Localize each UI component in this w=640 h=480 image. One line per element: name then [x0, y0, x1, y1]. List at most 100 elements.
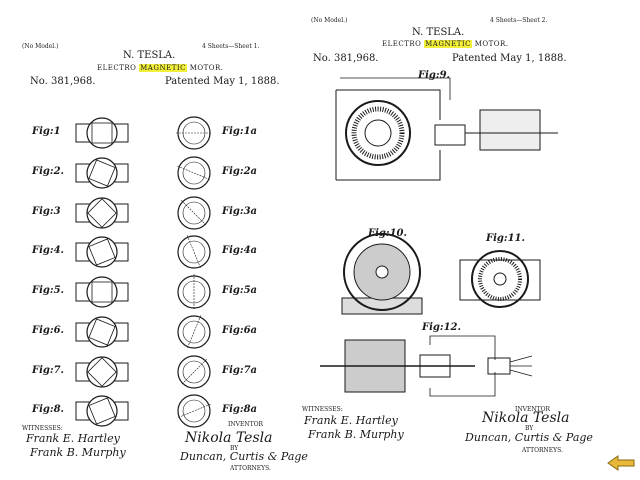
field-ring-4	[177, 235, 211, 269]
fig-label-left-8: Fig:8.	[32, 404, 65, 415]
model-note: (No Model.)	[22, 43, 59, 50]
fig-9-label: Fig:9.	[418, 70, 451, 81]
field-inner-ring-6	[182, 320, 206, 344]
armature-ring-3	[86, 197, 118, 229]
sheet-2-drawings	[320, 77, 558, 397]
fig9-top-lead	[340, 77, 451, 100]
armature-core-5	[91, 281, 113, 303]
armature-ring-1	[86, 117, 118, 149]
fig12-leads	[509, 355, 533, 377]
armature-core-8	[88, 397, 116, 425]
field-axis-4	[186, 235, 202, 269]
patent-date: Patented May 1, 1888.	[165, 76, 280, 87]
witness-signature-2: Frank B. Murphy	[30, 446, 126, 459]
patent-sheet-2: (No Model.) 4 Sheets—Sheet 2. N. TESLA. …	[300, 0, 600, 480]
patent-number: No. 381,968.	[30, 76, 96, 87]
sheet-count: 4 Sheets—Sheet 2.	[490, 17, 548, 24]
patent-date: Patented May 1, 1888.	[452, 53, 567, 64]
inventor-name: N. TESLA.	[412, 27, 465, 38]
armature-core-7	[87, 357, 117, 387]
fig-label-right-8: Fig:8a	[222, 404, 258, 415]
fig11-shaft	[493, 272, 507, 286]
inventor-signature: Nikola Tesla	[185, 430, 273, 446]
fig12-brushes	[419, 354, 451, 378]
field-inner-ring-8	[182, 399, 206, 423]
witness-signature-1: Frank E. Hartley	[26, 432, 120, 445]
inventor-signature: Nikola Tesla	[482, 410, 570, 426]
fig-label-right-7: Fig:7a	[222, 365, 258, 376]
fig11-winding	[478, 257, 522, 301]
fig9-wiring	[335, 89, 441, 181]
title-prefix: ELECTRO	[382, 40, 422, 48]
field-ring-7	[177, 355, 211, 389]
title-prefix: ELECTRO	[97, 64, 137, 72]
armature-core-3	[87, 198, 117, 228]
armature-core-4	[88, 238, 116, 266]
fig-label-left-7: Fig:7.	[32, 365, 65, 376]
armature-core-1	[91, 122, 113, 144]
fig-12-label: Fig:12.	[422, 322, 461, 333]
fig12-wiring	[429, 335, 496, 397]
field-ring-2	[177, 156, 211, 190]
fig10-shaft	[375, 265, 389, 279]
fig-label-right-3: Fig:3a	[222, 206, 258, 217]
field-ring-6	[177, 315, 211, 349]
model-note: (No Model.)	[311, 17, 348, 24]
armature-core-2	[88, 159, 116, 187]
fig9-commutator	[434, 124, 466, 146]
attorneys-label: ATTORNEYS.	[230, 465, 271, 472]
inventor-label: INVENTOR	[515, 406, 551, 413]
fig9-generator	[479, 109, 541, 151]
patent-title: ELECTRO MAGNETIC MOTOR.	[97, 64, 224, 72]
patent-sheet-1: (No Model.) 4 Sheets—Sheet 1. N. TESLA. …	[0, 0, 308, 480]
fig-label-right-1: Fig:1a	[222, 126, 258, 137]
field-inner-ring-2	[182, 161, 206, 185]
fig-label-right-2: Fig:2a	[222, 166, 258, 177]
field-axis-8	[177, 403, 211, 419]
sheet-count: 4 Sheets—Sheet 1.	[202, 43, 260, 50]
fig-label-right-6: Fig:6a	[222, 325, 258, 336]
fig9-winding	[351, 106, 405, 160]
witness-signature-2: Frank B. Murphy	[308, 428, 404, 441]
fig-label-left-1: Fig:1	[32, 126, 61, 137]
fig9-stator	[345, 100, 411, 166]
fig-label-right-5: Fig:5a	[222, 285, 258, 296]
by-label: BY	[230, 445, 239, 452]
attorneys-label: ATTORNEYS.	[522, 447, 563, 454]
fig12-terminal	[487, 357, 511, 375]
fig-label-left-6: Fig:6.	[32, 325, 65, 336]
title-highlight: MAGNETIC	[424, 40, 472, 48]
field-inner-ring-4	[182, 240, 206, 264]
fig11-ring	[471, 250, 529, 308]
fig11-frame	[459, 259, 541, 301]
field-axis-2	[177, 165, 211, 181]
field-ring-8	[177, 394, 211, 428]
fig-label-left-5: Fig:5.	[32, 285, 65, 296]
field-axis-3	[181, 200, 207, 226]
attorney-signature: Duncan, Curtis & Page	[180, 450, 308, 463]
field-ring-3	[177, 196, 211, 230]
fig-label-left-2: Fig:2.	[32, 166, 65, 177]
field-axis-6	[186, 315, 202, 349]
field-inner-ring-3	[182, 201, 206, 225]
fig-11-label: Fig:11.	[486, 233, 525, 244]
back-arrow-icon[interactable]	[606, 454, 636, 472]
fig9-rotor	[364, 119, 392, 147]
witnesses-label: WITNESSES:	[302, 406, 343, 413]
armature-core-6	[88, 318, 116, 346]
fig10-housing	[343, 233, 421, 311]
fig-label-left-3: Fig:3	[32, 206, 61, 217]
armature-ring-5	[86, 276, 118, 308]
armature-ring-7	[86, 356, 118, 388]
patent-title: ELECTRO MAGNETIC MOTOR.	[382, 40, 509, 48]
by-label: BY	[525, 425, 534, 432]
title-suffix: MOTOR.	[189, 64, 224, 72]
patent-number: No. 381,968.	[313, 53, 379, 64]
witnesses-label: WITNESSES:	[22, 425, 63, 432]
field-axis-7	[181, 359, 207, 385]
fig-label-right-4: Fig:4a	[222, 245, 258, 256]
inventor-name: N. TESLA.	[123, 50, 176, 61]
fig-label-left-4: Fig:4.	[32, 245, 65, 256]
title-suffix: MOTOR.	[474, 40, 509, 48]
witness-signature-1: Frank E. Hartley	[304, 414, 398, 427]
